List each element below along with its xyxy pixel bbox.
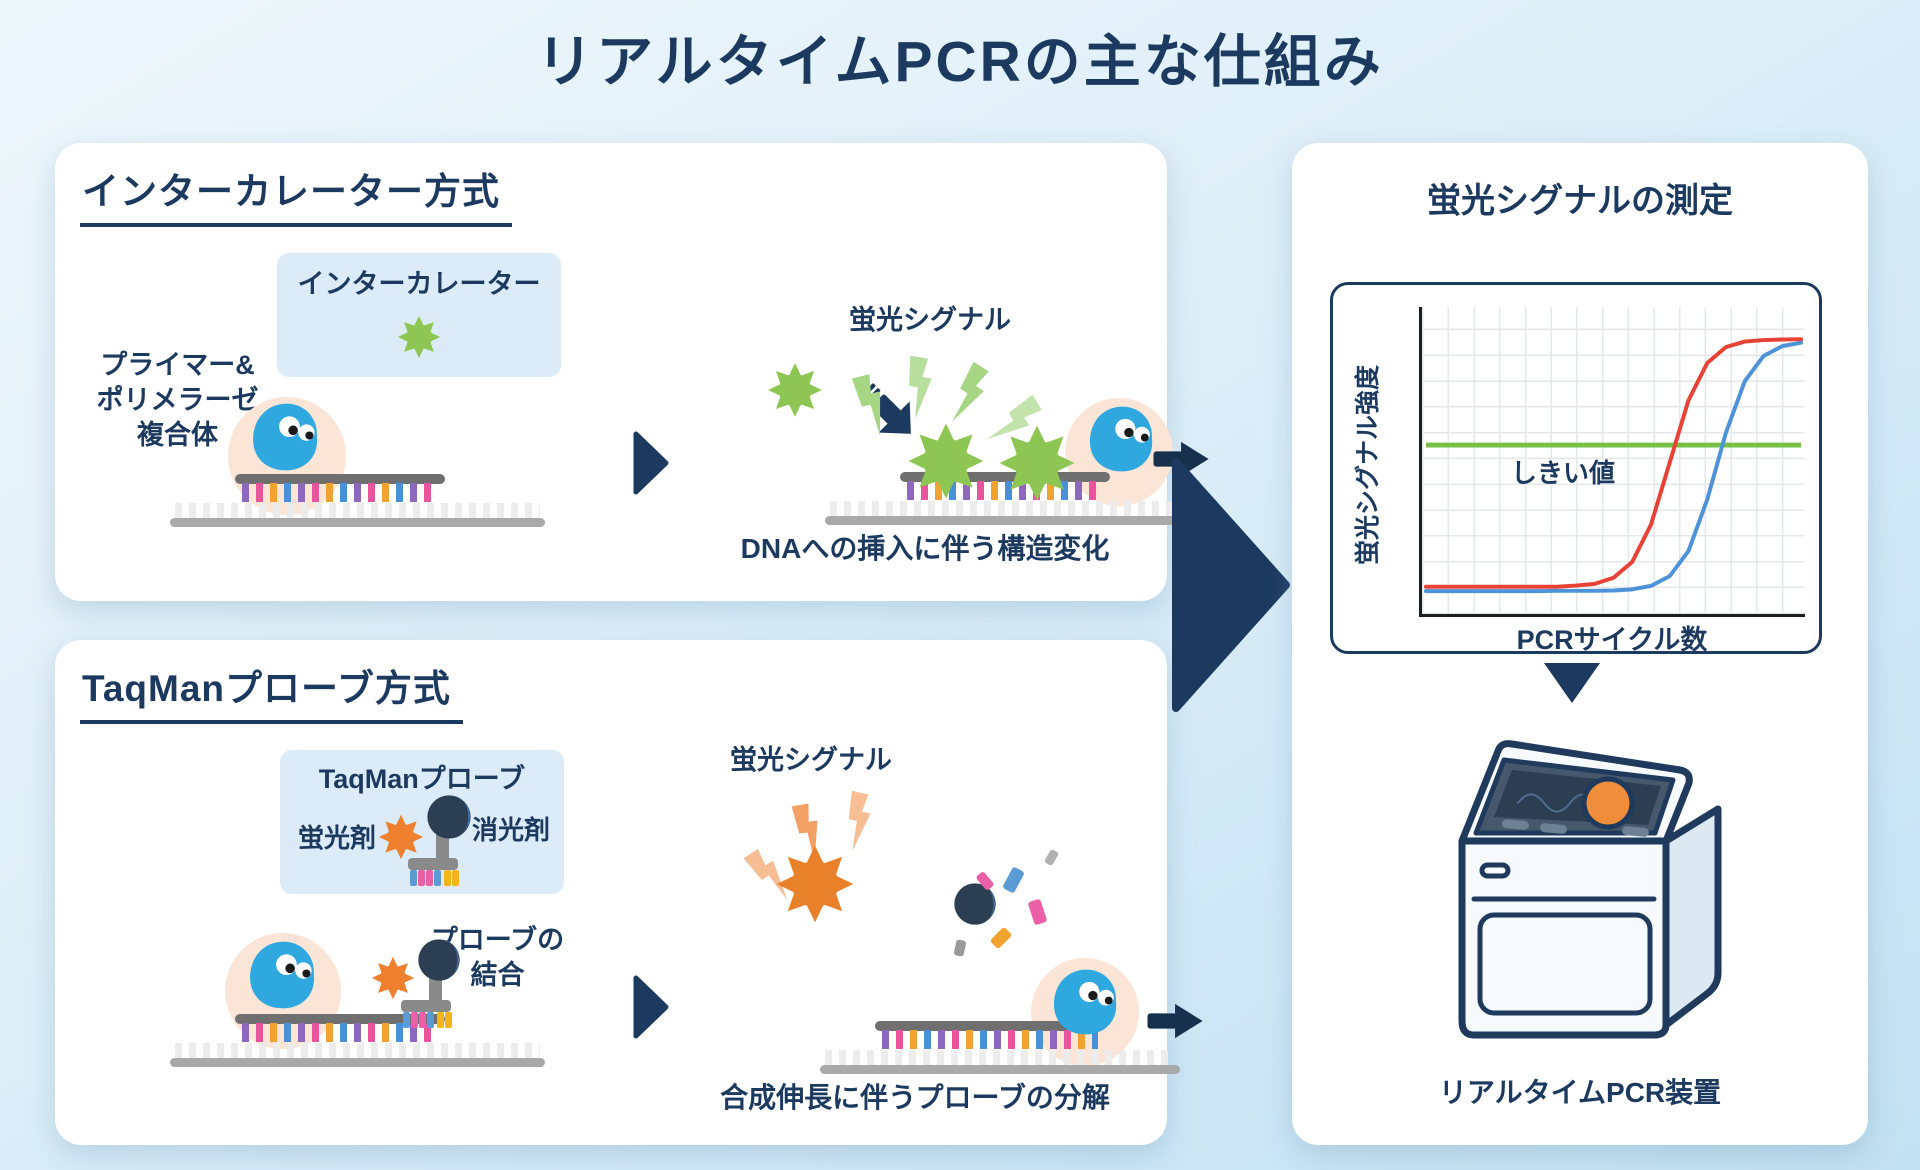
- taqman-probe-box: TaqManプローブ 蛍光剤 消光剤: [280, 750, 564, 894]
- probe-fragment: [953, 939, 967, 957]
- taqman-caption: 合成伸長に伴うプローブの分解: [720, 1082, 1110, 1113]
- quencher-label: 消光剤: [471, 815, 550, 845]
- fluorescence-signal-label: 蛍光シグナル: [849, 305, 1011, 335]
- amplification-curve-early: [1423, 337, 1804, 589]
- intercalated-sun-icon: [907, 422, 985, 500]
- complex-label: プライマー& ポリメラーゼ 複合体: [96, 350, 259, 451]
- intercalator-reagent-box: インターカレーター: [277, 253, 561, 377]
- step-chevron-icon: [633, 431, 669, 495]
- chart-x-axis-label: PCRサイクル数: [1516, 625, 1708, 655]
- intercalator-before-scene: [160, 395, 550, 530]
- fluorophore-label: 蛍光剤: [298, 823, 377, 853]
- taqman-before-scene: [160, 930, 550, 1070]
- chart-plot-area: [1419, 307, 1805, 617]
- amplification-curve-late: [1423, 340, 1804, 594]
- dna-strand: [820, 1021, 1180, 1074]
- dna-strand: [170, 474, 545, 527]
- measurement-heading: 蛍光シグナルの測定: [1427, 182, 1733, 220]
- flow-arrow-icon: [1172, 450, 1292, 720]
- intercalated-sun-icon: [998, 424, 1076, 502]
- probe-fragment: [989, 926, 1013, 950]
- dna-strand: [170, 1014, 545, 1067]
- intercalator-panel: インターカレーター方式 インターカレーター プライマー& ポリメラーゼ 複合体 …: [55, 143, 1167, 601]
- threshold-label: しきい値: [1510, 458, 1615, 488]
- amplification-chart: [1423, 337, 1804, 594]
- down-arrow-icon: [1544, 663, 1600, 703]
- released-quencher-icon: [953, 882, 997, 926]
- measurement-panel: 蛍光シグナルの測定 蛍光シグナル強度 しきい値 PCRサイクル数: [1292, 143, 1868, 1145]
- intercalator-sun-icon: [397, 315, 441, 359]
- taqman-heading: TaqManプローブ方式: [80, 658, 463, 724]
- bound-probe-icon: [365, 938, 477, 1030]
- free-intercalator-sun-icon: [767, 362, 823, 418]
- probe-fragment: [1002, 866, 1025, 894]
- intercalator-caption: DNAへの挿入に伴う構造変化: [740, 533, 1110, 564]
- polymerase-icon: [1085, 403, 1157, 475]
- pcr-machine-illustration: [1434, 723, 1734, 1053]
- fluorescence-signal-label: 蛍光シグナル: [730, 745, 892, 775]
- amplification-chart-box: 蛍光シグナル強度 しきい値 PCRサイクル数: [1330, 282, 1822, 655]
- polymerase-icon: [1049, 966, 1121, 1038]
- probe-fragment: [1043, 848, 1060, 867]
- device-label: リアルタイムPCR装置: [1438, 1077, 1722, 1108]
- intercalator-after-scene: [755, 300, 1200, 535]
- probe-fragment: [1027, 898, 1048, 926]
- dna-strand: [825, 472, 1185, 525]
- intercalator-heading: インターカレーター方式: [80, 161, 512, 227]
- probe-binding-label: プローブの 結合: [430, 925, 565, 991]
- polymerase-icon: [248, 400, 322, 474]
- polymerase-icon: [245, 938, 319, 1012]
- taqman-probe-label: TaqManプローブ: [318, 764, 526, 794]
- intercalator-reagent-label: インターカレーター: [297, 269, 541, 299]
- taqman-probe-icon: [372, 794, 484, 890]
- extension-arrow-icon: [1147, 1002, 1205, 1040]
- chart-y-axis-label: 蛍光シグナル強度: [1354, 365, 1382, 566]
- released-fluorophore-sun-icon: [775, 844, 855, 924]
- taqman-after-scene: [635, 780, 1195, 1100]
- page-title: リアルタイムPCRの主な仕組み: [536, 30, 1384, 94]
- taqman-panel: TaqManプローブ方式 TaqManプローブ 蛍光剤 消光剤: [55, 640, 1167, 1145]
